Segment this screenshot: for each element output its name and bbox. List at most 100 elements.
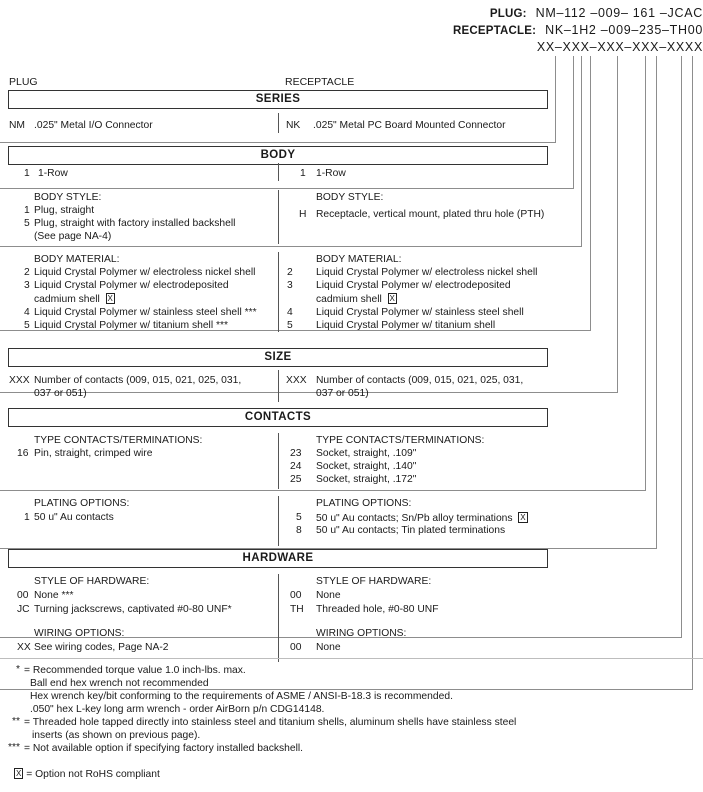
rohs-icon: X — [387, 293, 397, 304]
plating-heading-left: PLATING OPTIONS: — [34, 498, 130, 509]
wiring-right-code-0: 00 — [290, 642, 302, 653]
footnote-0-line-3: .050" hex L-key long arm wrench - order … — [30, 704, 325, 715]
body-material-left-text-2: cadmium shell X — [34, 293, 115, 307]
body-material-right-code-0: 2 — [287, 267, 293, 278]
wiring-left-code-0: XX — [17, 642, 31, 653]
contact-type-left-code-0: 16 — [17, 448, 29, 459]
body-material-right-text-4: Liquid Crystal Polymer w/ titanium shell — [316, 320, 496, 331]
contact-type-heading-right: TYPE CONTACTS/TERMINATIONS: — [316, 435, 485, 446]
body-material-divider — [278, 252, 279, 332]
part-number-row-template: XX–XXX–XXX–XXX–XXXX — [0, 40, 703, 57]
footnote-0-line-2: Hex wrench key/bit conforming to the req… — [30, 691, 453, 702]
bracket-line-size — [617, 56, 618, 392]
part-number-header: PLUG: NM–112 –009– 161 –JCAC RECEPTACLE:… — [0, 6, 703, 57]
part-number-row-plug: PLUG: NM–112 –009– 161 –JCAC — [0, 6, 703, 23]
body-material-left-code-0: 2 — [24, 267, 30, 278]
contact-type-right-code-1: 24 — [290, 461, 302, 472]
bracket-return-plating — [0, 548, 657, 549]
body-style-right-code-0: H — [299, 209, 307, 220]
plating-left-text-0: 50 u" Au contacts — [34, 512, 114, 523]
hardware-style-right-code-1: TH — [290, 604, 304, 615]
rohs-legend-text: = Option not RoHS compliant — [26, 769, 160, 780]
body-material-right-text-2: cadmium shell X — [316, 293, 397, 307]
body-left-text: 1-Row — [38, 168, 68, 179]
series-right-code: NK — [286, 120, 301, 131]
size-left-code: XXX — [9, 375, 30, 386]
section-bar-hardware: HARDWARE — [8, 549, 548, 568]
bracket-line-hardware-style — [681, 56, 682, 637]
body-style-divider — [278, 190, 279, 244]
bracket-line-body-style — [581, 56, 582, 246]
footnote-2-line-0: = Not available option if specifying fac… — [24, 743, 304, 754]
body-material-left-code-4: 5 — [24, 320, 30, 331]
size-right-line1: Number of contacts (009, 015, 021, 025, … — [316, 375, 524, 386]
bracket-line-plating — [656, 56, 657, 548]
wiring-heading-right: WIRING OPTIONS: — [316, 628, 407, 639]
receptacle-part-number: NK–1H2 –009–235–TH00 — [545, 23, 703, 37]
rohs-icon: X — [105, 293, 115, 304]
plating-right-text-0: 50 u" Au contacts; Sn/Pb alloy terminati… — [316, 512, 528, 526]
hardware-style-left-text-0: None *** — [34, 590, 74, 601]
part-number-row-receptacle: RECEPTACLE: NK–1H2 –009–235–TH00 — [0, 23, 703, 40]
contact-type-right-text-0: Socket, straight, .109" — [316, 448, 417, 459]
plug-label: PLUG: — [489, 8, 527, 20]
plating-right-text-0-label: 50 u" Au contacts; Sn/Pb alloy terminati… — [316, 513, 513, 524]
body-material-left-text-1: Liquid Crystal Polymer w/ electrodeposit… — [34, 280, 229, 291]
wiring-left-text-0: See wiring codes, Page NA-2 — [34, 642, 169, 653]
plating-right-code-0: 5 — [296, 512, 302, 523]
column-caption-plug: PLUG — [9, 76, 38, 88]
body-material-left-text-4: Liquid Crystal Polymer w/ titanium shell… — [34, 320, 228, 331]
contact-type-right-text-2: Socket, straight, .172" — [316, 474, 417, 485]
bracket-return-contact-type — [0, 490, 646, 491]
plating-right-code-1: 8 — [296, 525, 302, 536]
hardware-style-right-text-0: None — [316, 590, 341, 601]
body-row-divider — [278, 163, 279, 181]
body-material-heading-left: BODY MATERIAL: — [34, 254, 120, 265]
column-caption-receptacle: RECEPTACLE — [285, 76, 355, 88]
size-left-line2: 037 or 051) — [34, 388, 87, 399]
receptacle-label: RECEPTACLE: — [453, 25, 537, 37]
footnote-1-line-1: inserts (as shown on previous page). — [32, 730, 201, 741]
bracket-return-hardware-style — [0, 637, 682, 638]
wiring-divider — [278, 626, 279, 662]
hardware-style-heading-left: STYLE OF HARDWARE: — [34, 576, 150, 587]
body-material-heading-right: BODY MATERIAL: — [316, 254, 402, 265]
contact-type-heading-left: TYPE CONTACTS/TERMINATIONS: — [34, 435, 203, 446]
contact-type-divider — [278, 433, 279, 489]
series-left-text: .025" Metal I/O Connector — [34, 120, 153, 131]
hardware-style-divider — [278, 574, 279, 626]
contact-type-left-text-0: Pin, straight, crimped wire — [34, 448, 153, 459]
size-right-code: XXX — [286, 375, 307, 386]
size-right-line2: 037 or 051) — [316, 388, 369, 399]
hardware-style-right-code-0: 00 — [290, 590, 302, 601]
bracket-return-wiring — [0, 689, 693, 690]
contact-type-right-code-0: 23 — [290, 448, 302, 459]
body-material-left-code-3: 4 — [24, 307, 30, 318]
section-bar-contacts: CONTACTS — [8, 408, 548, 427]
bracket-line-wiring — [692, 56, 693, 689]
bracket-return-size — [0, 392, 618, 393]
hardware-style-right-text-1: Threaded hole, #0-80 UNF — [316, 604, 439, 615]
body-material-right-text-1: Liquid Crystal Polymer w/ electrodeposit… — [316, 280, 511, 291]
body-material-left-text-0: Liquid Crystal Polymer w/ electroless ni… — [34, 267, 256, 278]
wiring-right-text-0: None — [316, 642, 341, 653]
size-divider — [278, 370, 279, 402]
body-style-left-text-2: (See page NA-4) — [34, 231, 112, 242]
body-material-right-code-4: 5 — [287, 320, 293, 331]
body-material-right-text-0: Liquid Crystal Polymer w/ electroless ni… — [316, 267, 538, 278]
body-left-code: 1 — [24, 168, 30, 179]
body-material-right-text-3: Liquid Crystal Polymer w/ stainless stee… — [316, 307, 524, 318]
template-part-number: XX–XXX–XXX–XXX–XXXX — [536, 40, 703, 54]
size-left-line1: Number of contacts (009, 015, 021, 025, … — [34, 375, 242, 386]
body-material-right-code-3: 4 — [287, 307, 293, 318]
body-style-left-code-0: 1 — [24, 205, 30, 216]
footnote-0-line-0: = Recommended torque value 1.0 inch-lbs.… — [24, 665, 246, 676]
footnote-mark-1: ** — [11, 716, 20, 727]
rohs-icon: X — [14, 768, 24, 779]
plating-heading-right: PLATING OPTIONS: — [316, 498, 412, 509]
body-material-right-text-2-label: cadmium shell — [316, 294, 382, 305]
footnote-0-line-1: Ball end hex wrench not recommended — [30, 678, 209, 689]
body-style-heading-right: BODY STYLE: — [316, 192, 384, 203]
body-material-left-text-3: Liquid Crystal Polymer w/ stainless stee… — [34, 307, 257, 318]
